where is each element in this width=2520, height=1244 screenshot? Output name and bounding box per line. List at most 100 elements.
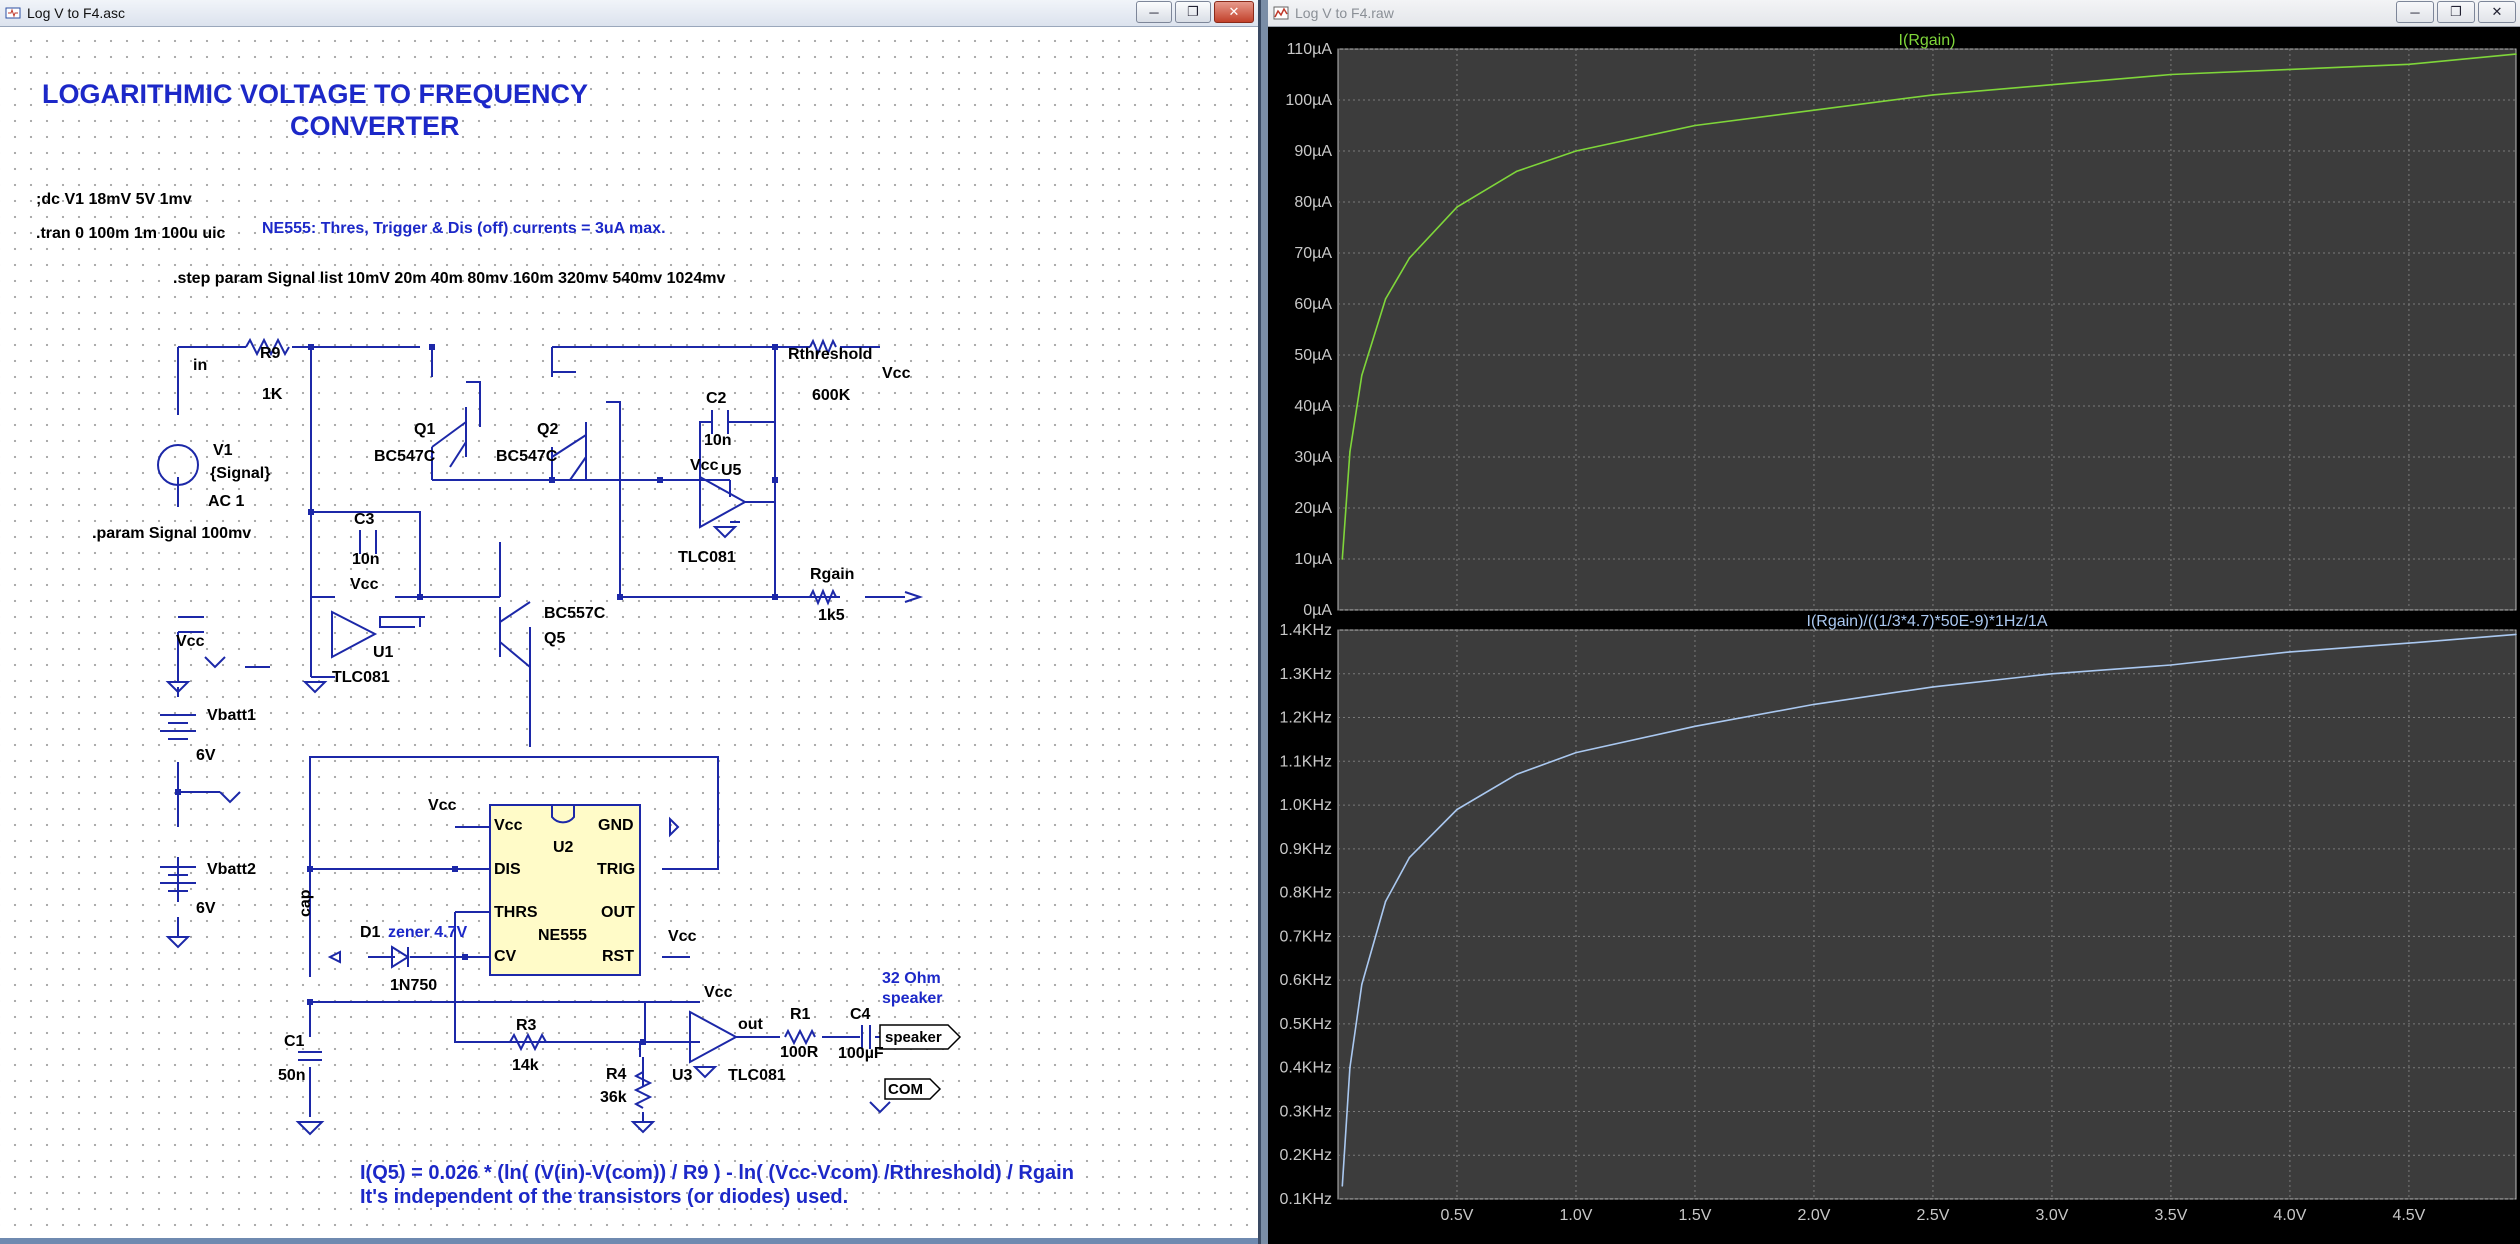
directive-step[interactable]: .step param Signal list 10mV 20m 40m 80m…	[173, 270, 725, 287]
schematic-drawing[interactable]: LOGARITHMIC VOLTAGE TO FREQUENCY CONVERT…	[0, 27, 1258, 1237]
capacitor-c1[interactable]	[298, 1051, 322, 1061]
label-q2-model: BC547C	[496, 448, 558, 465]
label-c4-value: 100µF	[838, 1045, 884, 1062]
close-icon: ✕	[1228, 4, 1240, 19]
label-c1-value: 50n	[278, 1067, 306, 1084]
pin-rst: RST	[602, 948, 634, 965]
formula-line1: I(Q5) = 0.026 * (ln( (V(in)-V(com)) / R9…	[360, 1162, 1074, 1184]
y-tick-label: 0.7KHz	[1280, 928, 1332, 945]
battery-vbatt2[interactable]	[160, 866, 196, 892]
trace-point	[1694, 124, 1696, 127]
ground-symbol	[869, 1101, 891, 1114]
label-q1-model: BC547C	[374, 448, 436, 465]
schematic-window[interactable]: Log V to F4.asc ─ ❐ ✕ LOGARITHMIC VOLTAG…	[0, 0, 1261, 1244]
speaker-port[interactable]	[879, 1024, 962, 1050]
x-tick-label: 2.0V	[1797, 1207, 1830, 1224]
battery-vbatt1[interactable]	[160, 714, 196, 740]
waveform-titlebar[interactable]: Log V to F4.raw ─ ❐ ✕	[1268, 0, 2520, 27]
y-tick-label: 0.1KHz	[1280, 1191, 1332, 1208]
com-port[interactable]	[884, 1078, 942, 1100]
label-u5-model: TLC081	[678, 549, 736, 566]
ground-symbol	[295, 1121, 325, 1136]
schematic-titlebar[interactable]: Log V to F4.asc ─ ❐ ✕	[0, 0, 1258, 27]
transistor-q2[interactable]	[551, 422, 587, 481]
trace-point	[1341, 558, 1344, 560]
waveform-plots[interactable]: 0µA10µA20µA30µA40µA50µA60µA70µA80µA90µA1…	[1268, 27, 2520, 1244]
pin-gnd: GND	[598, 817, 634, 834]
directive-param[interactable]: .param Signal 100mv	[92, 525, 251, 542]
trace-point	[2515, 53, 2517, 55]
x-tick-label: 0.5V	[1441, 1207, 1474, 1224]
ne555-ic[interactable]	[489, 804, 641, 976]
minimize-button[interactable]: ─	[2396, 1, 2434, 23]
trace-point	[1349, 1066, 1351, 1069]
trace-point	[1456, 808, 1458, 811]
label-vbatt2-value: 6V	[196, 900, 216, 917]
maximize-button[interactable]: ❐	[1175, 1, 1211, 23]
zener-diode-d1[interactable]	[391, 945, 410, 969]
label-speaker-desc1: 32 Ohm	[882, 970, 941, 987]
label-vbatt2: Vbatt2	[207, 861, 256, 878]
trace-line[interactable]	[1341, 53, 2517, 560]
resistor-r9[interactable]	[245, 337, 290, 357]
transistor-q1[interactable]	[431, 407, 467, 468]
opamp-u5[interactable]	[699, 475, 748, 529]
ground-symbol	[204, 656, 226, 669]
trace-point	[1515, 773, 1518, 776]
close-button[interactable]: ✕	[2478, 1, 2516, 23]
resistor-r3[interactable]	[509, 1032, 547, 1052]
resistor-r4[interactable]	[633, 1071, 653, 1109]
restore-icon: ❐	[2450, 4, 2462, 19]
trace-line[interactable]	[1341, 633, 2517, 1186]
label-u3: U3	[672, 1067, 693, 1084]
pin-out: OUT	[601, 904, 635, 921]
label-rgain: Rgain	[810, 566, 854, 583]
capacitor-c3[interactable]	[359, 530, 377, 554]
trace-point	[2515, 633, 2517, 636]
trace-point	[2051, 83, 2053, 86]
trace-title[interactable]: I(Rgain)/((1/3*4.7)*50E-9)*1Hz/1A	[1807, 613, 2048, 630]
components	[157, 337, 924, 1136]
resistor-r1[interactable]	[784, 1028, 816, 1046]
label-u2: U2	[553, 839, 574, 856]
resistor-rthreshold[interactable]	[809, 338, 837, 356]
trace-point	[1932, 686, 1934, 688]
close-button[interactable]: ✕	[1214, 1, 1254, 23]
trace-point	[2289, 651, 2291, 653]
opamp-u3[interactable]	[689, 1010, 739, 1064]
label-d1-model: 1N750	[390, 977, 437, 994]
capacitor-c4[interactable]	[861, 1025, 871, 1049]
minimize-button[interactable]: ─	[1136, 1, 1172, 23]
ground-symbol	[219, 791, 241, 804]
directive-dc[interactable]: ;dc V1 18mV 5V 1mv	[36, 191, 192, 208]
y-tick-label: 0.3KHz	[1280, 1103, 1332, 1120]
restore-icon: ❐	[1187, 4, 1199, 19]
pin-vcc: Vcc	[494, 817, 523, 834]
label-q2: Q2	[537, 421, 558, 438]
plot-pane[interactable]	[1337, 629, 2517, 1200]
transistor-q5[interactable]	[499, 601, 531, 668]
trace-point	[1360, 983, 1363, 986]
y-tick-label: 30µA	[1294, 449, 1332, 466]
net-arrow	[904, 591, 924, 603]
trace-point	[1813, 703, 1815, 706]
trace-title[interactable]: I(Rgain)	[1899, 32, 1956, 49]
schematic-canvas[interactable]: LOGARITHMIC VOLTAGE TO FREQUENCY CONVERT…	[0, 27, 1258, 1244]
maximize-button[interactable]: ❐	[2437, 1, 2475, 23]
label-r1-value: 100R	[780, 1044, 819, 1061]
opamp-u1[interactable]	[331, 610, 378, 659]
resistor-rgain[interactable]	[809, 588, 837, 606]
trace-point	[1349, 451, 1351, 453]
y-tick-label: 70µA	[1294, 245, 1332, 262]
directive-tran[interactable]: .tran 0 100m 1m 100u uic	[36, 225, 226, 242]
capacitor-c2[interactable]	[711, 410, 729, 434]
plot-pane[interactable]	[1337, 48, 2517, 611]
y-tick-label: 1.0KHz	[1280, 797, 1332, 814]
label-speaker-port: speaker	[885, 1029, 942, 1046]
label-rthreshold-value: 600K	[812, 387, 851, 404]
label-vcc-rst: Vcc	[668, 928, 697, 945]
voltage-source-v1[interactable]	[157, 444, 199, 486]
label-v1-ac: AC 1	[208, 493, 245, 510]
